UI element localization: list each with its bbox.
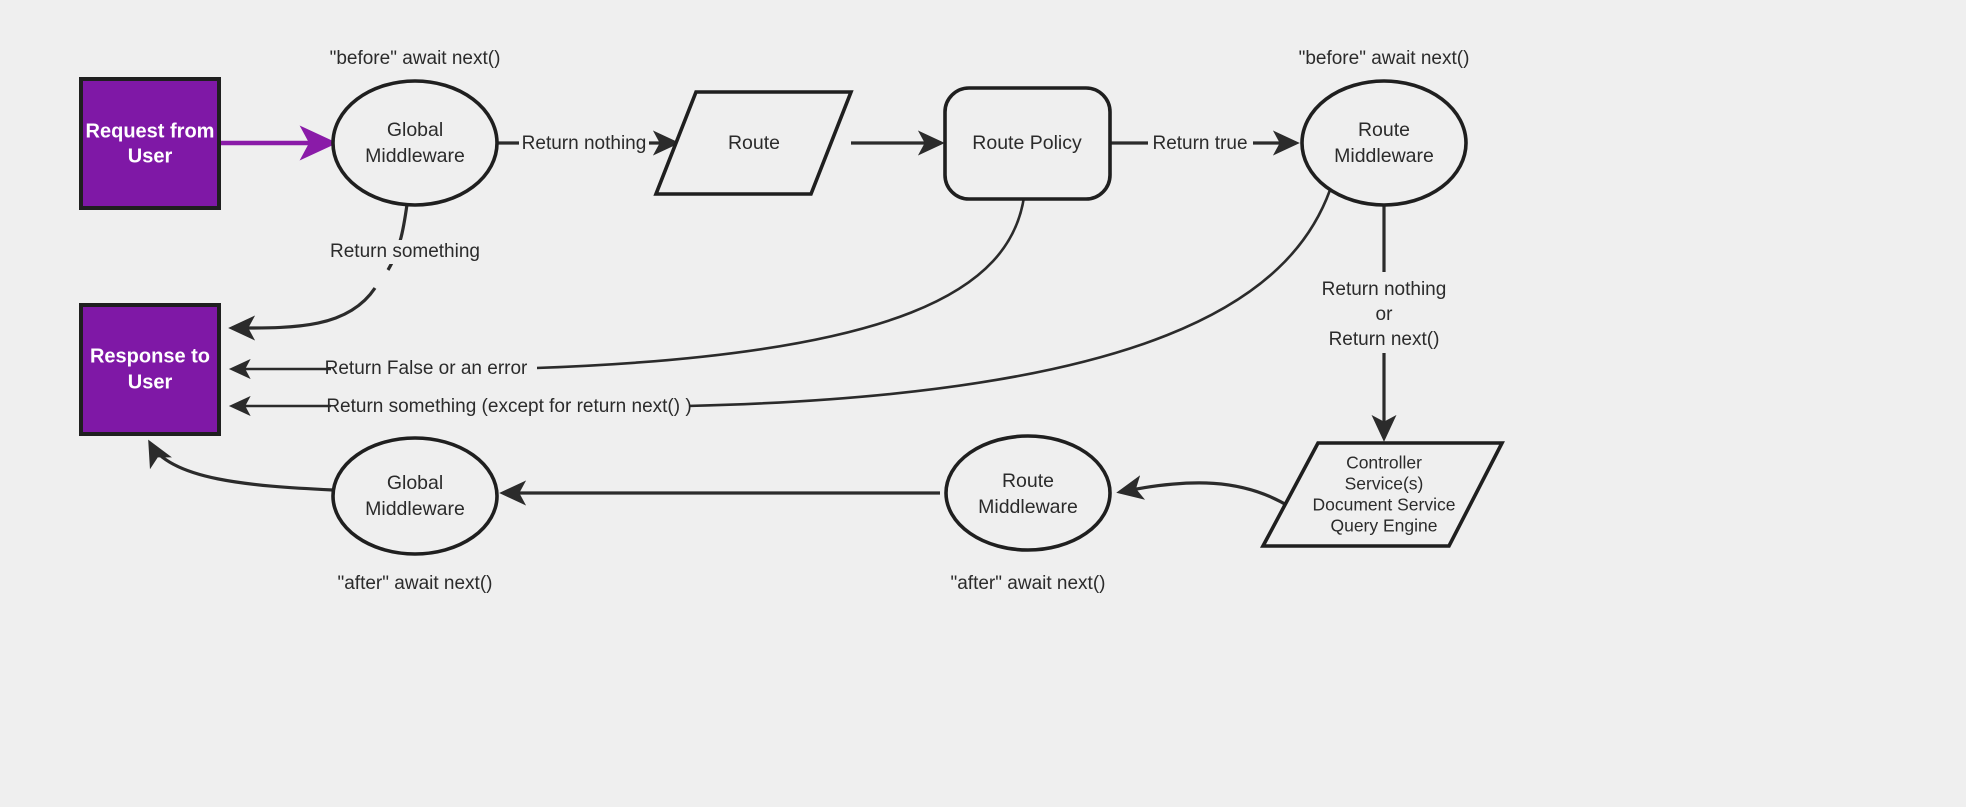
response-box-line1: Response to: [90, 345, 210, 367]
label-return-true: Return true: [1152, 133, 1247, 154]
annotation-before-global: "before" await next(): [330, 48, 501, 69]
node-response-to-user[interactable]: Response to User: [79, 303, 221, 436]
label-return-something-except: Return something (except for return next…: [326, 396, 691, 417]
node-route[interactable]: Route: [653, 90, 854, 196]
edge-label-return-false-or-error: Return False or an error: [325, 357, 537, 381]
global-mw-bottom-line2: Middleware: [365, 498, 465, 520]
route-label: Route: [728, 132, 780, 154]
edge-global-middleware-bottom-to-response: [148, 439, 334, 492]
request-box-line2: User: [128, 145, 173, 167]
annot-after-global-text: "after" await next(): [338, 573, 493, 594]
controller-line4: Query Engine: [1330, 516, 1437, 536]
route-mw-top-line2: Middleware: [1334, 145, 1434, 167]
response-box-line2: User: [128, 371, 173, 393]
label-return-something-top: Return something: [330, 241, 480, 262]
label-return-next: Return next(): [1329, 329, 1440, 350]
edge-label-return-true: Return true: [1148, 131, 1253, 155]
label-return-nothing-2: Return nothing: [1322, 279, 1447, 300]
edge-label-return-nothing-or-next: Return nothing or Return next(): [1313, 277, 1458, 353]
annotation-after-global: "after" await next(): [338, 573, 493, 594]
node-route-middleware-bottom[interactable]: Route Middleware: [944, 434, 1112, 552]
node-route-middleware-top[interactable]: Route Middleware: [1300, 79, 1468, 207]
edge-label-return-nothing: Return nothing: [519, 131, 649, 155]
request-box-line1: Request from: [86, 120, 215, 142]
edge-label-return-something-except: Return something (except for return next…: [326, 395, 692, 419]
controller-line1: Controller: [1346, 453, 1422, 473]
edge-label-return-something-top: Return something: [330, 240, 480, 264]
annotation-after-route: "after" await next(): [951, 573, 1106, 594]
annot-after-route-text: "after" await next(): [951, 573, 1106, 594]
route-policy-label: Route Policy: [972, 132, 1082, 154]
annot-before-global-text: "before" await next(): [330, 48, 501, 69]
annot-before-route-text: "before" await next(): [1299, 48, 1470, 69]
label-return-false-or-error: Return False or an error: [325, 358, 528, 379]
edge-route-middleware-to-response: [228, 189, 1332, 417]
label-return-nothing: Return nothing: [522, 133, 647, 154]
route-mw-top-line1: Route: [1358, 119, 1410, 141]
global-mw-top-line2: Middleware: [365, 145, 465, 167]
route-mw-bottom-line2: Middleware: [978, 496, 1078, 518]
route-mw-bottom-line1: Route: [1002, 470, 1054, 492]
node-request-from-user[interactable]: Request from User: [79, 77, 221, 210]
global-mw-top-line1: Global: [387, 119, 443, 141]
edge-route-policy-to-response: [228, 196, 1026, 380]
node-route-policy[interactable]: Route Policy: [943, 86, 1112, 201]
global-mw-bottom-line1: Global: [387, 472, 443, 494]
label-or: or: [1376, 304, 1394, 325]
controller-line2: Service(s): [1345, 474, 1424, 494]
node-global-middleware-top[interactable]: Global Middleware: [331, 79, 499, 207]
node-controller-services[interactable]: Controller Service(s) Document Service Q…: [1259, 441, 1505, 548]
controller-line3: Document Service: [1313, 495, 1456, 515]
annotation-before-route: "before" await next(): [1299, 48, 1470, 69]
edge-controller-to-route-middleware-bottom: [1116, 475, 1291, 509]
node-global-middleware-bottom[interactable]: Global Middleware: [331, 436, 499, 556]
